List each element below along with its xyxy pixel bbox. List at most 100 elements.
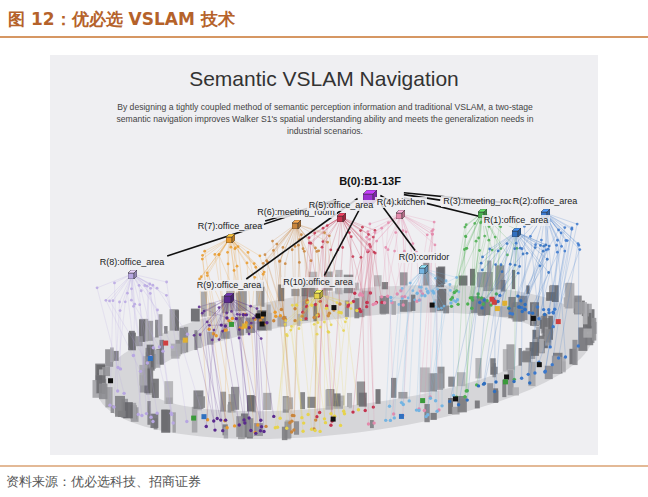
cloud-point bbox=[481, 255, 484, 258]
cloud-point bbox=[119, 309, 122, 312]
ground-point bbox=[205, 425, 208, 428]
cloud-drop bbox=[522, 246, 549, 311]
cube-side bbox=[320, 290, 323, 299]
cloud-drop bbox=[147, 286, 151, 357]
ground-point bbox=[355, 309, 358, 312]
ground-point bbox=[254, 432, 257, 435]
region-node: R(7):office_area bbox=[196, 221, 264, 243]
ground-point bbox=[365, 301, 368, 304]
cloud-drop bbox=[552, 228, 572, 365]
cloud-point bbox=[578, 248, 581, 251]
object-marker bbox=[148, 356, 153, 361]
cloud-point bbox=[359, 229, 362, 232]
region-node: R(10):office_area bbox=[281, 277, 354, 299]
cube-shape bbox=[314, 290, 323, 299]
cloud-ray bbox=[229, 298, 239, 338]
ground-point bbox=[435, 409, 438, 412]
cloud-drop bbox=[436, 289, 438, 401]
ground-point bbox=[477, 384, 480, 387]
cube-marker bbox=[314, 290, 323, 299]
ground-point bbox=[247, 326, 250, 329]
wall-block bbox=[398, 392, 407, 399]
cloud-point bbox=[366, 230, 369, 233]
cloud-point bbox=[519, 247, 522, 250]
ground-point bbox=[221, 429, 224, 432]
cloud-point bbox=[289, 329, 292, 332]
cloud-drop bbox=[324, 322, 325, 419]
ground-point bbox=[521, 310, 524, 313]
ground-point bbox=[478, 301, 481, 304]
ground-point bbox=[528, 381, 531, 384]
ground-point bbox=[215, 417, 218, 420]
cloud-point bbox=[556, 239, 559, 242]
wall-block bbox=[333, 393, 340, 406]
cube-marker bbox=[224, 293, 234, 303]
cube-marker bbox=[512, 228, 521, 237]
cloud-point bbox=[165, 294, 168, 297]
cloud-drop bbox=[545, 241, 567, 373]
ground-point bbox=[389, 296, 392, 299]
node-label: R(1):office_area bbox=[482, 215, 550, 226]
cloud-drop bbox=[199, 307, 227, 318]
cloud-point bbox=[393, 250, 396, 253]
ground-point bbox=[483, 382, 486, 385]
ground-point bbox=[531, 312, 534, 315]
panel-description: By designing a tightly coupled method of… bbox=[105, 101, 545, 137]
wall-block bbox=[493, 388, 498, 403]
cloud-point bbox=[494, 263, 497, 266]
ground-point bbox=[547, 311, 550, 314]
cloud-point bbox=[564, 239, 567, 242]
cloud-point bbox=[233, 247, 236, 250]
cloud-drop bbox=[453, 300, 454, 395]
ground-point bbox=[361, 293, 364, 296]
cloud-point bbox=[426, 233, 429, 236]
cloud-drop bbox=[370, 224, 373, 305]
cloud-drop bbox=[349, 237, 352, 305]
cloud-point bbox=[308, 236, 311, 239]
cloud-point bbox=[478, 249, 481, 252]
cloud-drop bbox=[206, 330, 214, 426]
cloud-point bbox=[465, 247, 468, 250]
cloud-ray bbox=[516, 232, 549, 273]
cloud-drop bbox=[120, 311, 121, 369]
cloud-drop bbox=[263, 274, 280, 315]
cloud-point bbox=[317, 321, 320, 324]
cloud-point bbox=[560, 232, 563, 235]
cloud-point bbox=[96, 286, 99, 289]
ground-point bbox=[272, 415, 275, 418]
point-clouds bbox=[96, 213, 581, 435]
cloud-ray bbox=[341, 217, 370, 245]
cloud-drop bbox=[297, 305, 299, 329]
cloud-point bbox=[149, 287, 152, 290]
cloud-point bbox=[418, 299, 421, 302]
object-marker bbox=[503, 379, 508, 384]
ground-point bbox=[537, 317, 540, 320]
ground-point bbox=[466, 398, 469, 401]
cloud-drop bbox=[294, 262, 299, 430]
cloud-point bbox=[345, 317, 348, 320]
wall-block bbox=[115, 396, 125, 417]
cube-shape bbox=[292, 220, 301, 229]
cloud-drop bbox=[494, 266, 520, 299]
ground-point bbox=[204, 425, 207, 428]
ground-point bbox=[364, 409, 367, 412]
cloud-point bbox=[483, 235, 486, 238]
ground-point bbox=[466, 302, 469, 305]
figure-title: 图 12：优必选 VSLAM 技术 bbox=[8, 8, 235, 31]
panel-title: Semantic VSLAM Navigation bbox=[50, 66, 598, 92]
cloud-point bbox=[418, 286, 421, 289]
cloud-drop bbox=[308, 302, 326, 422]
object-marker bbox=[492, 300, 497, 305]
source-caption: 资料来源：优必选科技、招商证券 bbox=[6, 473, 201, 491]
cloud-drop bbox=[331, 247, 343, 425]
cloud-point bbox=[322, 227, 325, 230]
ground-point bbox=[527, 311, 530, 314]
cube-front bbox=[292, 223, 298, 229]
ground-point bbox=[170, 345, 173, 348]
ground-point bbox=[242, 418, 245, 421]
cloud-drop bbox=[346, 318, 358, 409]
wall-block bbox=[254, 423, 263, 436]
object-marker bbox=[108, 378, 113, 383]
cloud-drop bbox=[328, 332, 335, 417]
ground-point bbox=[423, 294, 426, 297]
